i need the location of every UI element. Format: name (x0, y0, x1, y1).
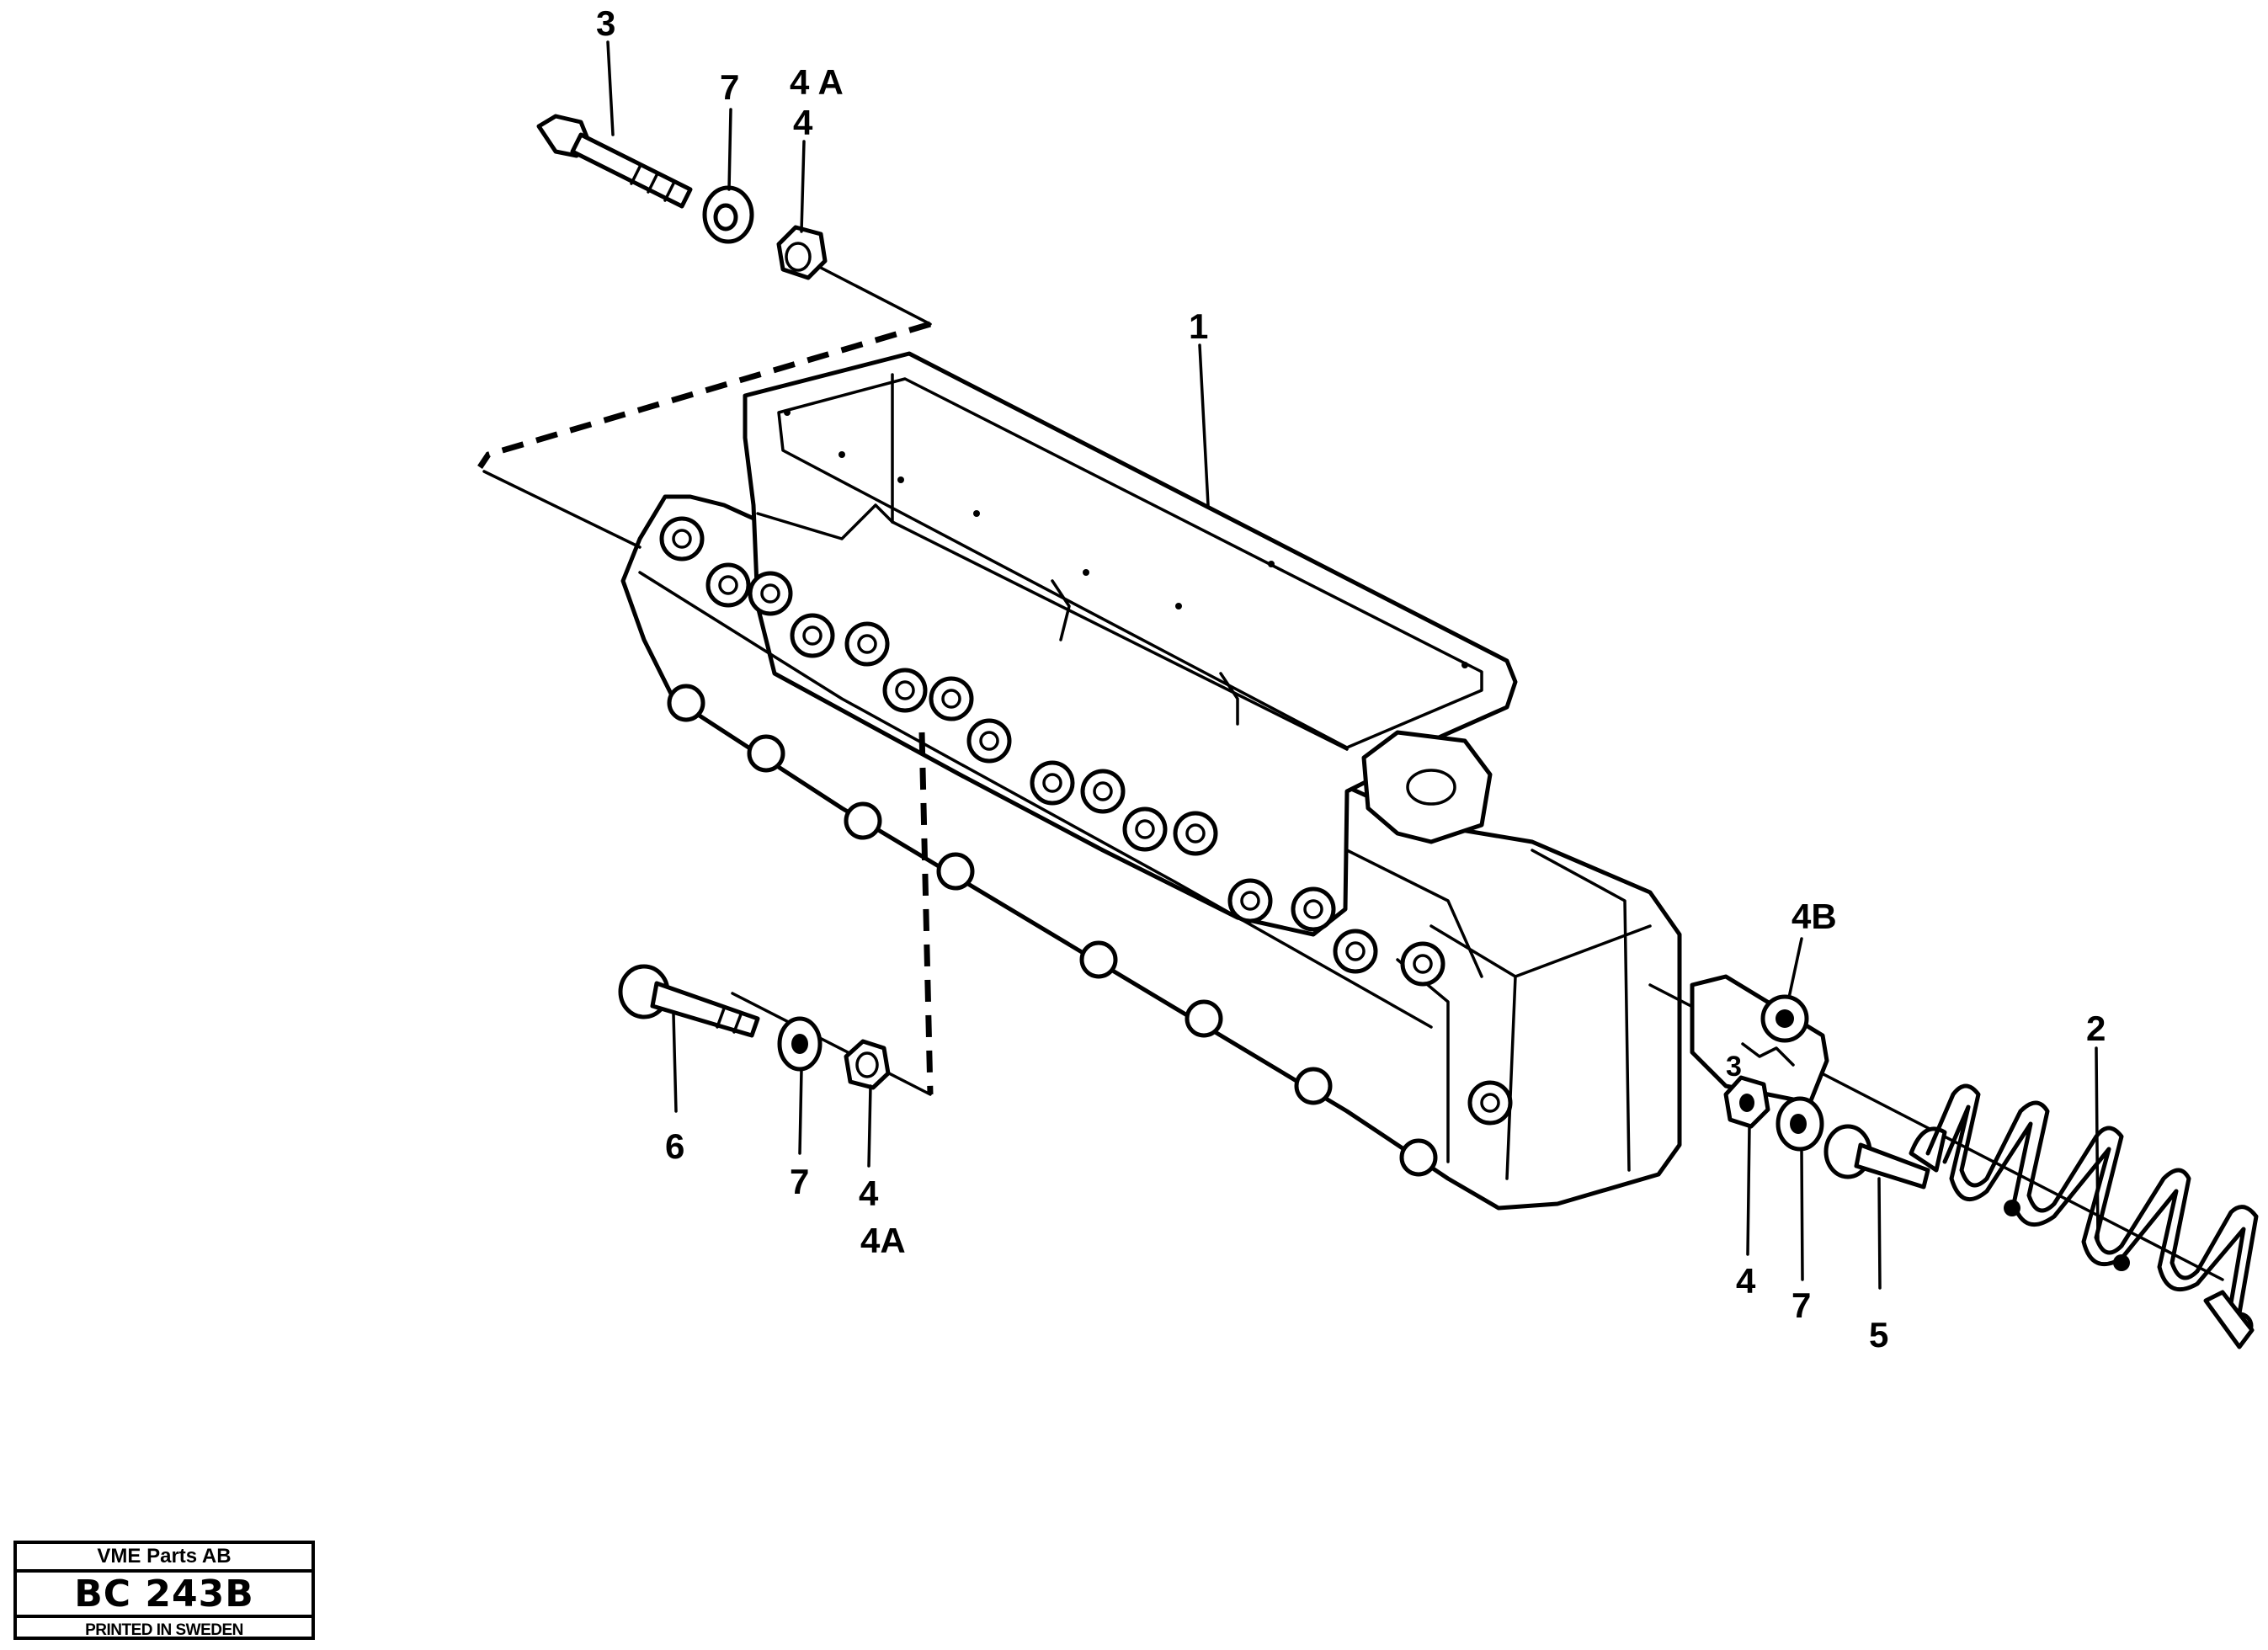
nut-4-right (1723, 1075, 1770, 1129)
nut-4-top (776, 225, 828, 280)
centerline-top-solid-2 (482, 470, 642, 549)
bolt-6 (618, 964, 760, 1038)
callout-5: 5 (1869, 1315, 1888, 1355)
callout-4A-top: 4 A (790, 62, 844, 102)
nut-4B (1760, 994, 1809, 1043)
callout-6: 6 (665, 1126, 684, 1166)
callout-7-top: 7 (720, 67, 739, 107)
callout-7-left: 7 (790, 1162, 809, 1201)
washer-7-right (1776, 1096, 1824, 1152)
centerline-top (477, 321, 931, 469)
lower-bosses (667, 684, 1438, 1177)
manifold-body (620, 351, 1682, 1211)
sleeve-5 (1823, 1124, 1930, 1190)
gasket-plate (1690, 974, 1829, 1105)
nut-4-left (844, 1039, 891, 1090)
printed-in-label: PRINTED IN SWEDEN (85, 1621, 243, 1639)
callout-1: 1 (1189, 306, 1208, 346)
heater-element-2 (1909, 1083, 2259, 1349)
bolt-3-top (536, 114, 693, 209)
callout-3-top: 3 (596, 3, 615, 43)
callout-7-right: 7 (1792, 1285, 1811, 1325)
callout-2: 2 (2086, 1009, 2106, 1048)
drawing-code: BC 243B (17, 1573, 311, 1618)
washer-7-top (702, 185, 754, 244)
callout-4B: 4B (1792, 897, 1837, 936)
callout-3-right: 3 (1726, 1051, 1742, 1083)
boss-holes (659, 516, 1513, 1126)
centerline-vertical (918, 732, 934, 1095)
callout-4-top: 4 (793, 103, 813, 142)
callout-4-right: 4 (1736, 1261, 1756, 1301)
callout-4-left: 4 (859, 1174, 879, 1213)
company-name: VME Parts AB (17, 1544, 311, 1573)
centerline-left-solid (731, 992, 932, 1096)
leader-lines (606, 40, 2100, 1290)
washer-7-left (777, 1016, 823, 1072)
title-block: VME Parts AB BC 243B PRINTED IN SWEDEN (13, 1541, 315, 1640)
callout-4A-left: 4A (860, 1221, 906, 1260)
